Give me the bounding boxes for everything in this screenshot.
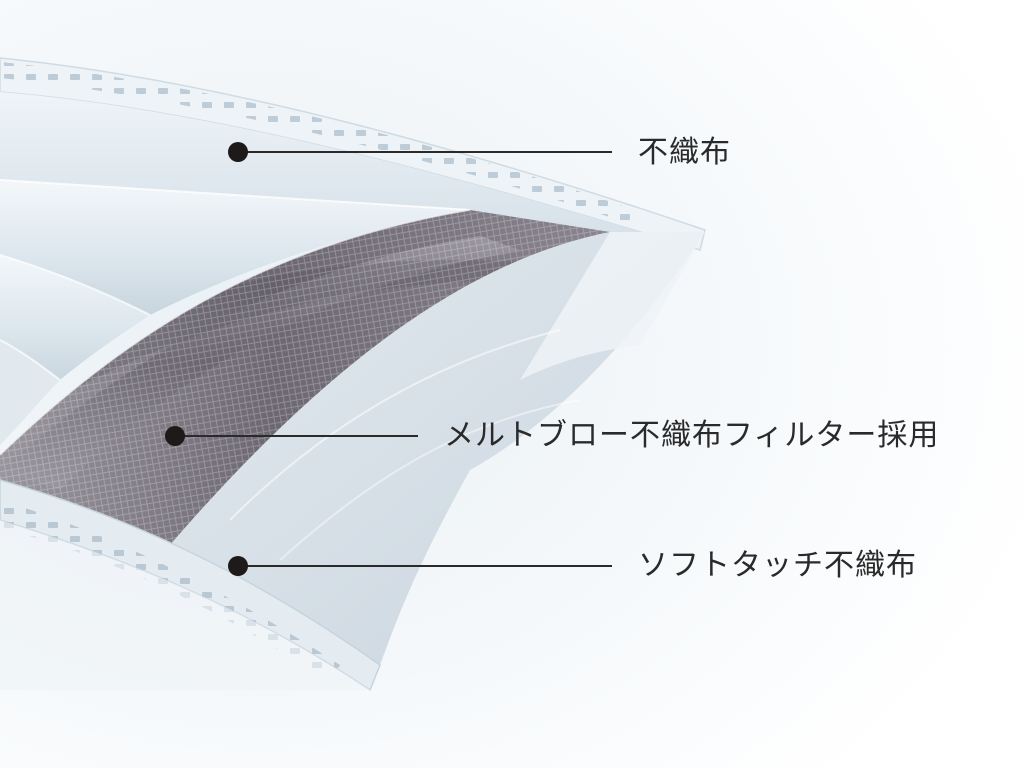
outer-nonwoven-layer (0, 57, 706, 445)
bottom-edge-strip (0, 479, 381, 692)
callout-label-meltblown-filter: メルトブロー不織布フィルター採用 (444, 418, 940, 453)
callout-dot-middle (165, 426, 185, 446)
callout-dot-bottom (228, 556, 248, 576)
callout-middle (165, 426, 418, 446)
callout-bottom (228, 556, 612, 576)
callout-top (228, 142, 612, 162)
inner-softtouch-layer (170, 232, 705, 665)
callout-dot-top (228, 142, 248, 162)
callout-label-nonwoven: 不織布 (638, 135, 731, 170)
callout-label-softtouch-nonwoven: ソフトタッチ不織布 (638, 548, 917, 583)
